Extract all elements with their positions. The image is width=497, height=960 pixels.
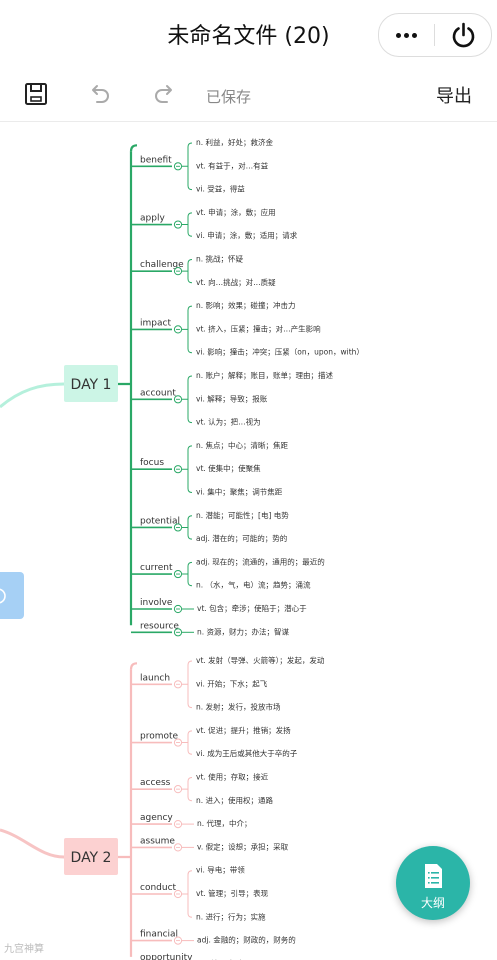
root-node-fragment-icon (0, 588, 6, 604)
meaning-text: n. 进行；行为；实施 (196, 911, 266, 921)
meaning-text: vt. 有益于，对…有益 (196, 160, 269, 170)
trunk-day-1 (118, 151, 133, 626)
word-label-involve: involve (140, 598, 173, 608)
export-button[interactable]: 导出 (436, 86, 472, 107)
word-label-apply: apply (140, 214, 165, 224)
word-label-financial: financial (140, 930, 178, 940)
meaning-text: n. 潜能；可能性；[电] 电势 (196, 510, 289, 520)
meaning-text: vt. 包含；牵涉；使陷于；潜心于 (197, 603, 307, 613)
meaning-text: vt. 使集中；使聚焦 (196, 463, 261, 473)
more-dots-icon (396, 33, 401, 38)
meaning-text: n. 挑战；怀疑 (196, 254, 244, 264)
meaning-bracket (182, 561, 193, 587)
meaning-text: vi. 成为王后或其他大于卒的子 (196, 748, 298, 758)
power-icon (452, 22, 475, 48)
editor-toolbar: 已保存 导出 (0, 68, 497, 122)
word-label-account: account (140, 388, 176, 398)
meaning-bracket (182, 305, 193, 354)
meaning-text: vi. 解释；导致；报账 (196, 393, 268, 403)
meaning-text: vi. 受益，得益 (196, 184, 245, 194)
redo-icon[interactable] (150, 80, 178, 108)
meaning-text: vt. 管理；引导；表现 (196, 888, 269, 898)
meaning-text: n. 时机，机会 (197, 958, 245, 960)
word-label-impact: impact (140, 318, 171, 328)
meaning-text: vt. 申请；涂，敷；应用 (196, 207, 276, 217)
word-label-resource: resource (140, 621, 179, 631)
undo-icon[interactable] (86, 80, 114, 108)
word-label-conduct: conduct (140, 883, 177, 893)
word-label-promote: promote (140, 732, 179, 742)
word-label-launch: launch (140, 673, 170, 683)
save-status: 已保存 (206, 88, 252, 106)
meaning-bracket (182, 212, 193, 237)
meaning-text: adj. 潜在的；可能的；势的 (196, 533, 287, 543)
mini-program-capsule (378, 13, 492, 57)
meaning-text: vt. 促进；提升；推销；发扬 (196, 725, 291, 735)
word-label-agency: agency (140, 813, 173, 823)
outline-button[interactable]: 大纲 (396, 846, 470, 920)
meaning-text: vi. 导电；带领 (196, 865, 245, 875)
word-label-focus: focus (140, 458, 164, 468)
outline-label: 大纲 (420, 896, 445, 910)
meaning-text: vt. 使用；存取；接近 (196, 772, 269, 782)
meaning-bracket (182, 730, 193, 755)
meaning-bracket (182, 870, 193, 918)
mindmap-canvas[interactable]: DAY 1 benefit n. 利益，好处；救济金 vt. 有益于，对…有益 vi. … (0, 122, 497, 960)
meaning-text: adj. 金融的；财政的，财务的 (197, 935, 296, 945)
word-label-opportunity: opportunity (140, 953, 193, 960)
save-icon[interactable] (22, 80, 50, 108)
meaning-text: n. （水，气，电）流；趋势；涌流 (196, 580, 311, 590)
word-label-potential: potential (140, 516, 180, 526)
trunk-cap-day-1 (129, 144, 138, 152)
trunk-cap-day-2 (129, 662, 138, 670)
meaning-text: n. 账户；解释；账目，账单；理由；描述 (196, 370, 334, 380)
meaning-text: n. 焦点；中心；清晰；焦距 (196, 440, 289, 450)
meaning-text: vt. 认为；把…视为 (196, 417, 261, 427)
meaning-text: vi. 申请；涂，敷；适用；请求 (196, 230, 298, 240)
meaning-bracket (182, 142, 193, 191)
meaning-text: vt. 挤入，压紧；撞击；对…产生影响 (196, 323, 321, 333)
meaning-text: n. 利益，好处；救济金 (196, 137, 274, 147)
root-node (0, 572, 24, 619)
day-node-label-2: DAY 2 (71, 850, 112, 866)
word-label-challenge: challenge (140, 260, 184, 270)
meaning-bracket (182, 375, 193, 424)
more-button[interactable] (379, 14, 434, 56)
meaning-text: vt. 向…挑战；对…质疑 (196, 277, 276, 287)
meaning-text: vi. 开始；下水；起飞 (196, 678, 268, 688)
connector-day-2 (0, 828, 65, 859)
capsule-divider (434, 24, 435, 46)
meaning-text: adj. 现在的；流通的，通用的；最近的 (196, 556, 325, 566)
word-label-current: current (140, 563, 173, 573)
meaning-text: n. 资源，财力；办法；智谋 (197, 626, 290, 636)
title-bar: 未命名文件 (20) (0, 0, 497, 68)
meaning-text: n. 发射；发行，投放市场 (196, 702, 281, 712)
day-node-1 (64, 365, 118, 402)
day-node-2 (64, 838, 118, 875)
meaning-bracket (182, 445, 193, 493)
meaning-text: n. 影响；效果；碰撞；冲击力 (196, 300, 296, 310)
document-title: 未命名文件 (20) (167, 24, 330, 49)
watermark: 九宫神算 (4, 944, 44, 955)
word-label-access: access (140, 778, 171, 788)
close-button[interactable] (436, 14, 491, 56)
meaning-text: vi. 集中；聚焦；调节焦距 (196, 487, 283, 497)
document-list-icon (425, 864, 442, 888)
meaning-bracket (182, 777, 193, 802)
meaning-text: vi. 影响；撞击；冲突；压紧（on，upon，with） (196, 347, 364, 357)
word-label-assume: assume (140, 836, 175, 846)
meaning-text: n. 进入；使用权；通路 (196, 795, 274, 805)
mindmap[interactable]: DAY 1 benefit n. 利益，好处；救济金 vt. 有益于，对…有益 vi. … (0, 122, 497, 960)
meaning-bracket (182, 660, 193, 709)
day-node-label-1: DAY 1 (71, 377, 112, 393)
meaning-text: vt. 发射（导弹、火箭等）；发起，发动 (196, 655, 325, 665)
word-label-benefit: benefit (140, 155, 172, 165)
meaning-text: n. 代理，中介； (197, 818, 252, 828)
trunk-day-2 (118, 669, 133, 957)
meaning-bracket (182, 515, 193, 540)
meaning-bracket (182, 259, 193, 284)
connector-day-1 (0, 382, 65, 409)
meaning-text: v. 假定；设想；承担；采取 (197, 841, 289, 851)
